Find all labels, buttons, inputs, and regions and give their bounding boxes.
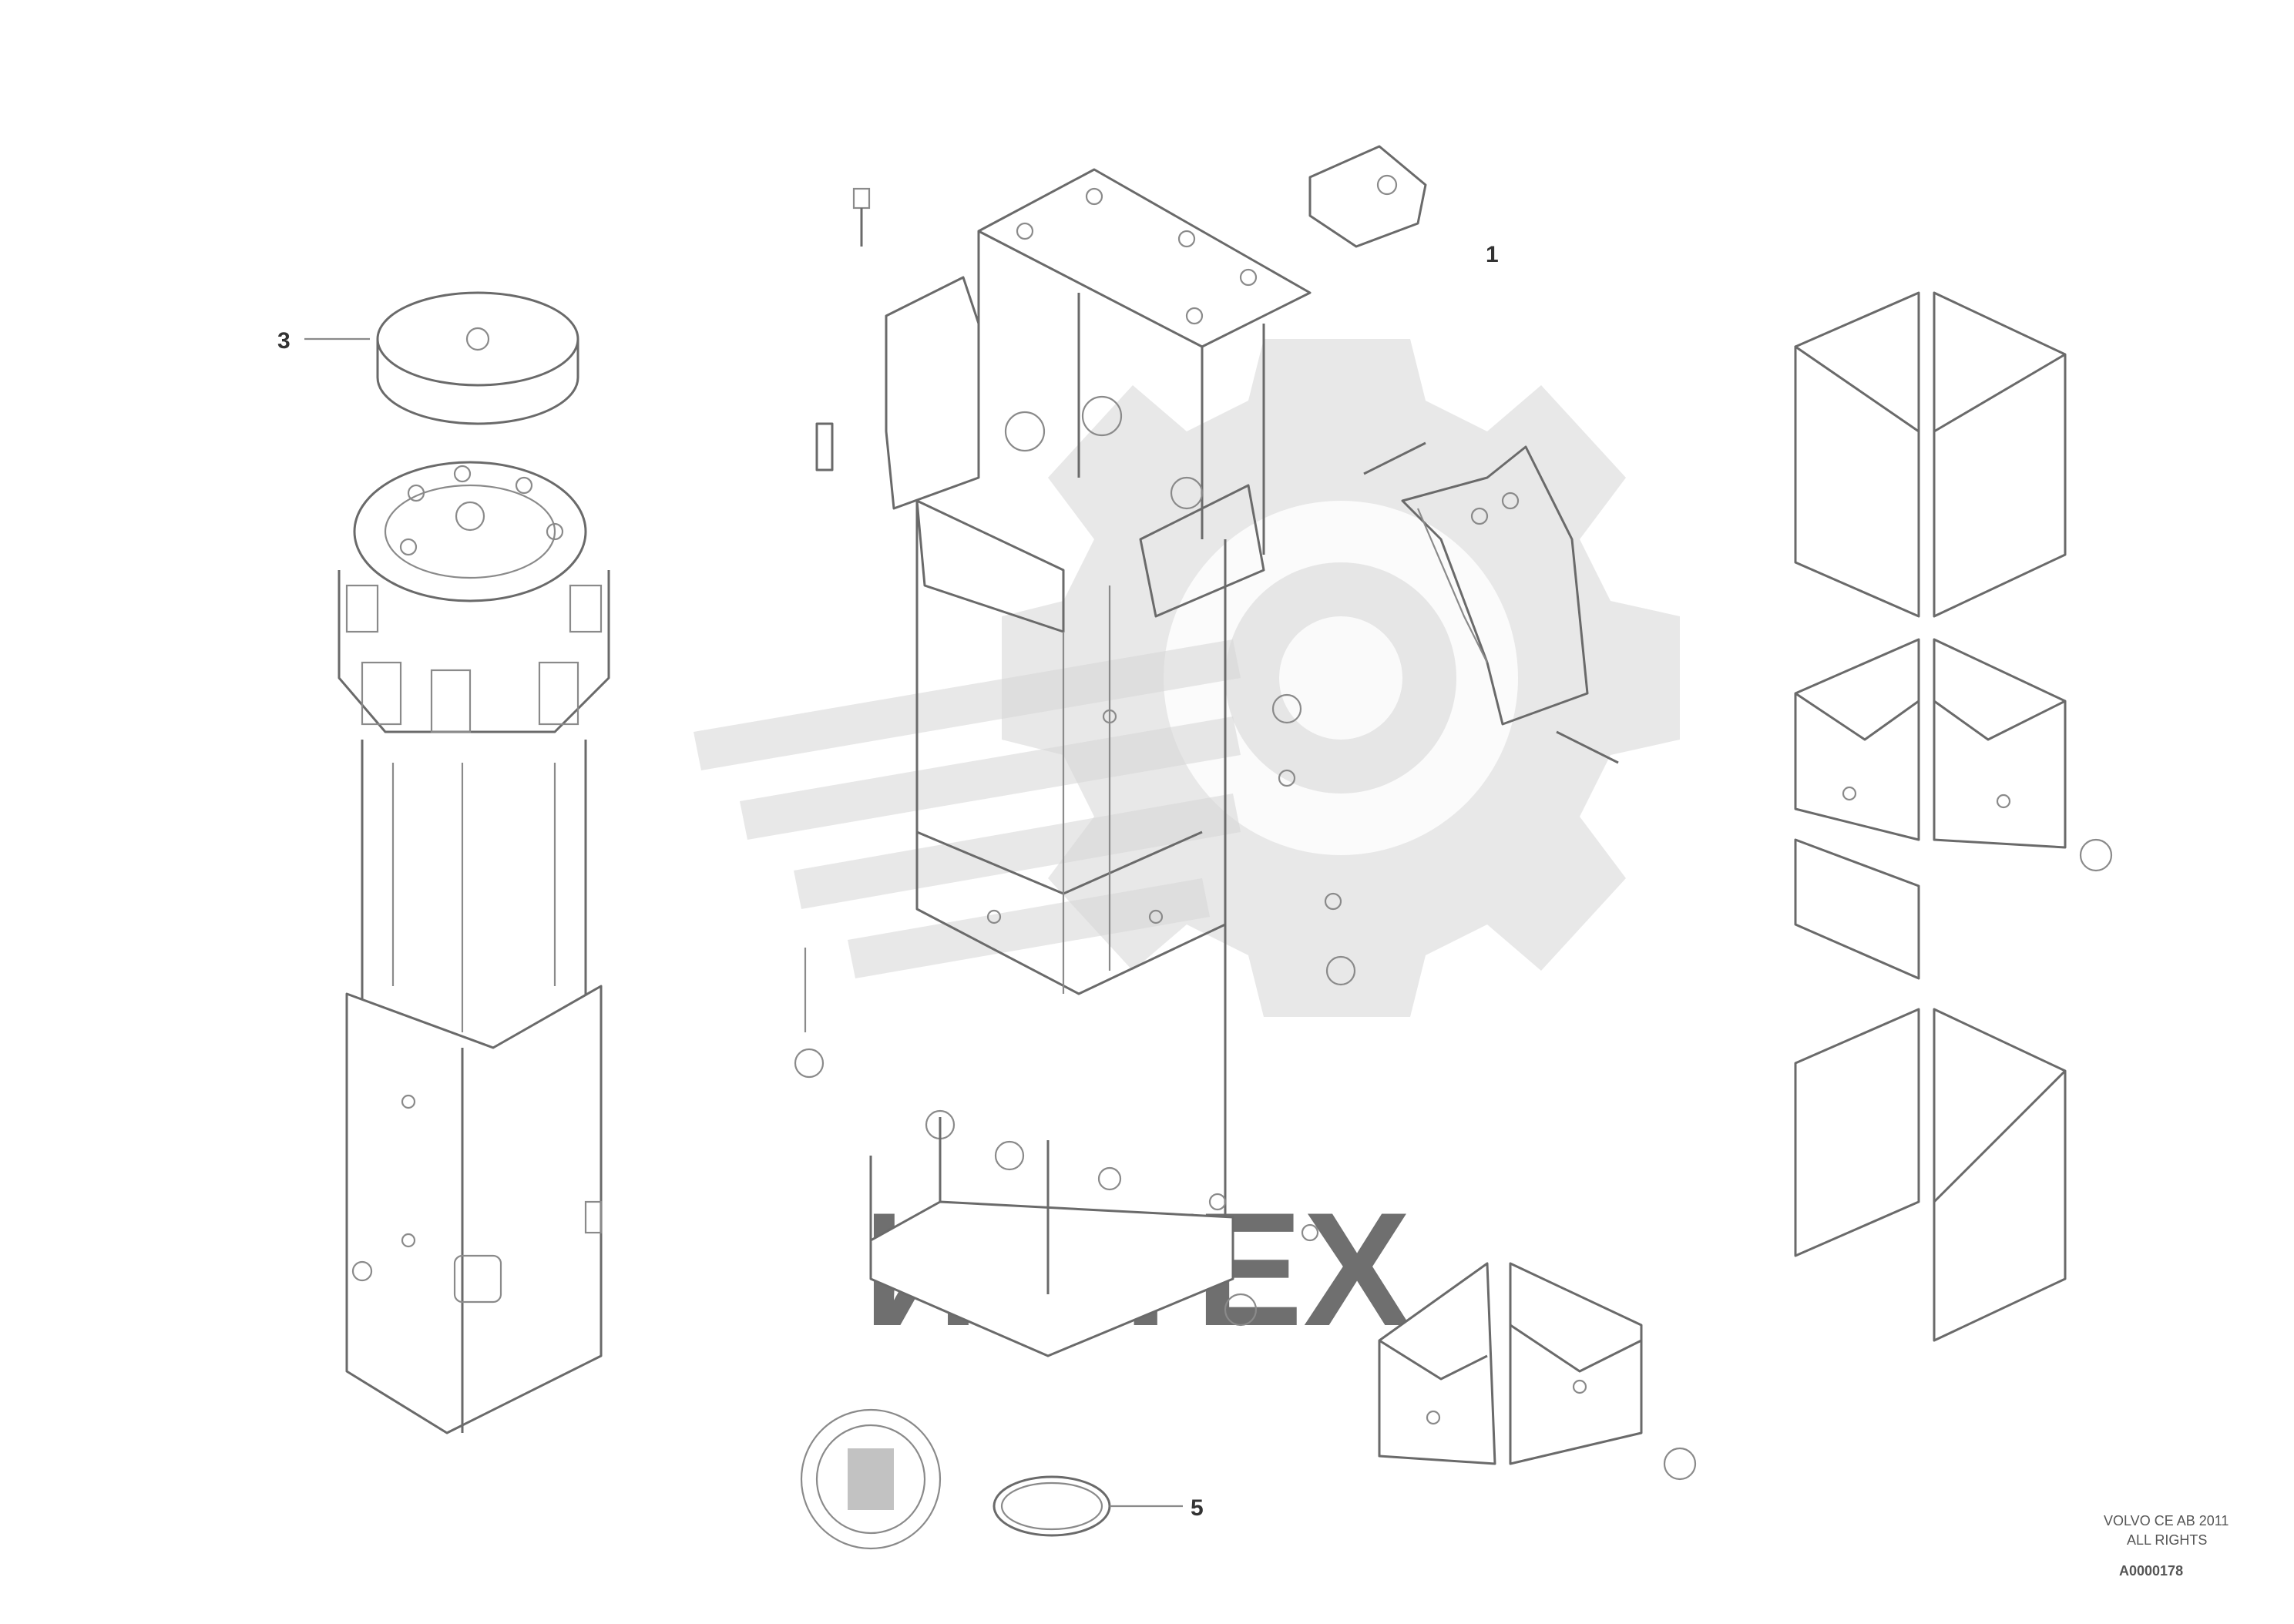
fasteners-left bbox=[794, 187, 871, 1079]
callout-1-label: 1 bbox=[1486, 242, 1499, 267]
callout-5-label: 5 bbox=[1191, 1495, 1204, 1521]
bracket-part bbox=[1363, 441, 1619, 764]
cover-panel-set-middle bbox=[1794, 638, 2113, 980]
cylinder-assembly: 3 bbox=[277, 291, 610, 1434]
upper-housing-block bbox=[885, 231, 1265, 633]
bolt-upper bbox=[1363, 441, 1426, 475]
top-cap-disc bbox=[376, 291, 579, 425]
callout-5: 5 bbox=[1110, 1495, 1204, 1521]
top-flange-plate bbox=[977, 168, 1312, 348]
o-ring: 5 bbox=[992, 1475, 1204, 1537]
upper-head bbox=[338, 461, 610, 733]
ref-code: A0000178 bbox=[2119, 1563, 2183, 1579]
housing-frame-assembly bbox=[794, 168, 1356, 1357]
main-box-frame bbox=[915, 501, 1227, 995]
small-cover-box bbox=[1378, 1262, 1697, 1481]
cover-panel-set-bottom bbox=[1794, 1008, 2067, 1342]
cover-panel-set-top bbox=[1794, 291, 2067, 618]
ref-line-1: VOLVO CE AB 2011 bbox=[2104, 1513, 2229, 1528]
watermark-logo: ИНТЕХ bbox=[694, 339, 1680, 1360]
bottom-base-plate bbox=[869, 1109, 1234, 1357]
callout-1: 1 bbox=[1486, 242, 1499, 267]
callout-3: 3 bbox=[277, 328, 370, 354]
callout-3-label: 3 bbox=[277, 328, 291, 354]
bolt-lower bbox=[1556, 730, 1619, 764]
box-screw bbox=[1663, 1447, 1697, 1481]
reference-block: VOLVO CE AB 2011 ALL RIGHTS A0000178 bbox=[2104, 1513, 2229, 1579]
small-block-top: 1 bbox=[1308, 145, 1499, 267]
panel-screw bbox=[2079, 838, 2113, 872]
fasteners-right bbox=[1224, 693, 1356, 1327]
filter-mesh bbox=[800, 1408, 942, 1550]
ref-line-2: ALL RIGHTS bbox=[2127, 1532, 2207, 1548]
lower-housing bbox=[345, 985, 603, 1434]
